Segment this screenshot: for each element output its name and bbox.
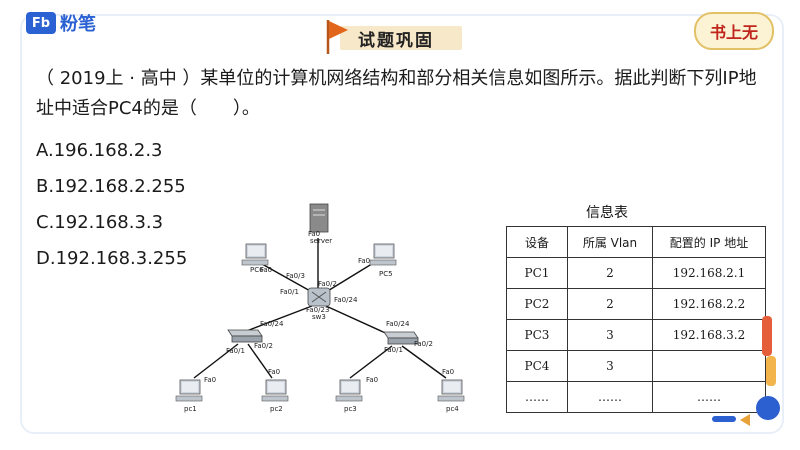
option-d[interactable]: D.192.168.3.255 xyxy=(36,248,188,269)
sw3-port-23-label: Fa0/23 xyxy=(306,306,329,314)
sw3-port-1-label: Fa0/1 xyxy=(280,288,299,296)
pc5-label: PC5 xyxy=(379,270,393,278)
cell-device: PC1 xyxy=(506,257,568,289)
header-device: 设备 xyxy=(506,226,568,258)
title-banner xyxy=(340,26,462,50)
page-title: 试题巩固 xyxy=(358,31,434,51)
server-icon xyxy=(309,203,329,233)
brand-logo: Fb 粉笔 xyxy=(26,8,96,38)
table-header-row: 设备 所属 Vlan 配置的 IP 地址 xyxy=(506,226,766,258)
pc6-port-label: Fa0 xyxy=(260,266,272,274)
header-ip: 配置的 IP 地址 xyxy=(652,226,766,258)
cell-device: PC3 xyxy=(506,319,568,351)
table-row: …… …… …… xyxy=(506,381,766,413)
server-port-label: Fa0 xyxy=(308,230,320,238)
option-c[interactable]: C.192.168.3.3 xyxy=(36,212,164,233)
header-vlan: 所属 Vlan xyxy=(567,226,653,258)
left-switch-port-1-label: Fa0/1 xyxy=(226,347,245,355)
pc1-computer-icon xyxy=(175,379,203,402)
cell-device: PC2 xyxy=(506,288,568,320)
pc1-label: pc1 xyxy=(184,405,197,413)
right-switch-icon xyxy=(383,331,419,345)
cell-device: PC4 xyxy=(506,350,568,382)
content-frame xyxy=(20,14,784,434)
cell-vlan: 2 xyxy=(567,288,653,320)
pc6-label: PC6 xyxy=(250,266,264,274)
cell-ip: 192.168.2.1 xyxy=(652,257,766,289)
pc3-port-label: Fa0 xyxy=(366,376,378,384)
right-switch-port-1-label: Fa0/1 xyxy=(384,346,403,354)
cell-ip xyxy=(652,350,766,382)
left-switch-port-24-label: Fa0/24 xyxy=(260,320,284,328)
pc5-port-label: Fa0 xyxy=(358,257,370,265)
right-switch-port-24-label: Fa0/24 xyxy=(386,320,410,328)
cell-ip: …… xyxy=(652,381,766,413)
left-switch-icon xyxy=(227,329,263,343)
pc4-computer-icon xyxy=(437,379,465,402)
left-switch-port-2-label: Fa0/2 xyxy=(254,342,273,350)
section-title: 试题巩固 xyxy=(322,20,462,54)
pc4-label: pc4 xyxy=(446,405,459,413)
stamp-text: 书上无 xyxy=(709,23,758,42)
pc3-computer-icon xyxy=(335,379,363,402)
cell-ip: 192.168.2.2 xyxy=(652,288,766,320)
info-table-title: 信息表 xyxy=(586,205,628,221)
stamp-badge: 书上无 xyxy=(694,12,774,50)
cell-vlan: 3 xyxy=(567,350,653,382)
pc3-label: pc3 xyxy=(344,405,357,413)
cell-vlan: 3 xyxy=(567,319,653,351)
right-switch-port-2-label: Fa0/2 xyxy=(414,340,433,348)
table-row: PC4 3 xyxy=(506,350,766,382)
sw3-port-24-label: Fa0/24 xyxy=(334,296,358,304)
table-row: PC1 2 192.168.2.1 xyxy=(506,257,766,289)
brand-mark: Fb xyxy=(26,12,56,34)
pc2-port-label: Fa0 xyxy=(268,368,280,376)
info-table: 设备 所属 Vlan 配置的 IP 地址 PC1 2 192.168.2.1 P… xyxy=(506,226,766,413)
network-diagram: Fa0 server PC6 Fa0 Fa0 PC5 Fa0/3 Fa0/2 F… xyxy=(175,203,465,413)
table-row: PC2 2 192.168.2.2 xyxy=(506,288,766,320)
server-label: server xyxy=(310,237,332,245)
sw3-port-3-label: Fa0/3 xyxy=(286,272,305,280)
cell-device: …… xyxy=(506,381,568,413)
pc2-label: pc2 xyxy=(270,405,283,413)
brand-name: 粉笔 xyxy=(60,14,96,35)
pc5-computer-icon xyxy=(369,243,397,266)
pc2-computer-icon xyxy=(261,379,289,402)
pc4-port-label: Fa0 xyxy=(442,368,454,376)
option-a[interactable]: A.196.168.2.3 xyxy=(36,140,163,161)
sw3-label: sw3 xyxy=(312,313,326,321)
sw3-port-2-label: Fa0/2 xyxy=(318,280,337,288)
cell-vlan: 2 xyxy=(567,257,653,289)
question-text: （ 2019上 · 高中 ）某单位的计算机网络结构和部分相关信息如图所示。据此判… xyxy=(36,68,757,119)
mascot-illustration xyxy=(712,316,780,426)
option-b[interactable]: B.192.168.2.255 xyxy=(36,176,186,197)
pc6-computer-icon xyxy=(241,243,269,266)
flag-icon xyxy=(326,20,348,54)
core-switch-icon xyxy=(307,287,331,307)
pc1-port-label: Fa0 xyxy=(204,376,216,384)
cell-vlan: …… xyxy=(567,381,653,413)
